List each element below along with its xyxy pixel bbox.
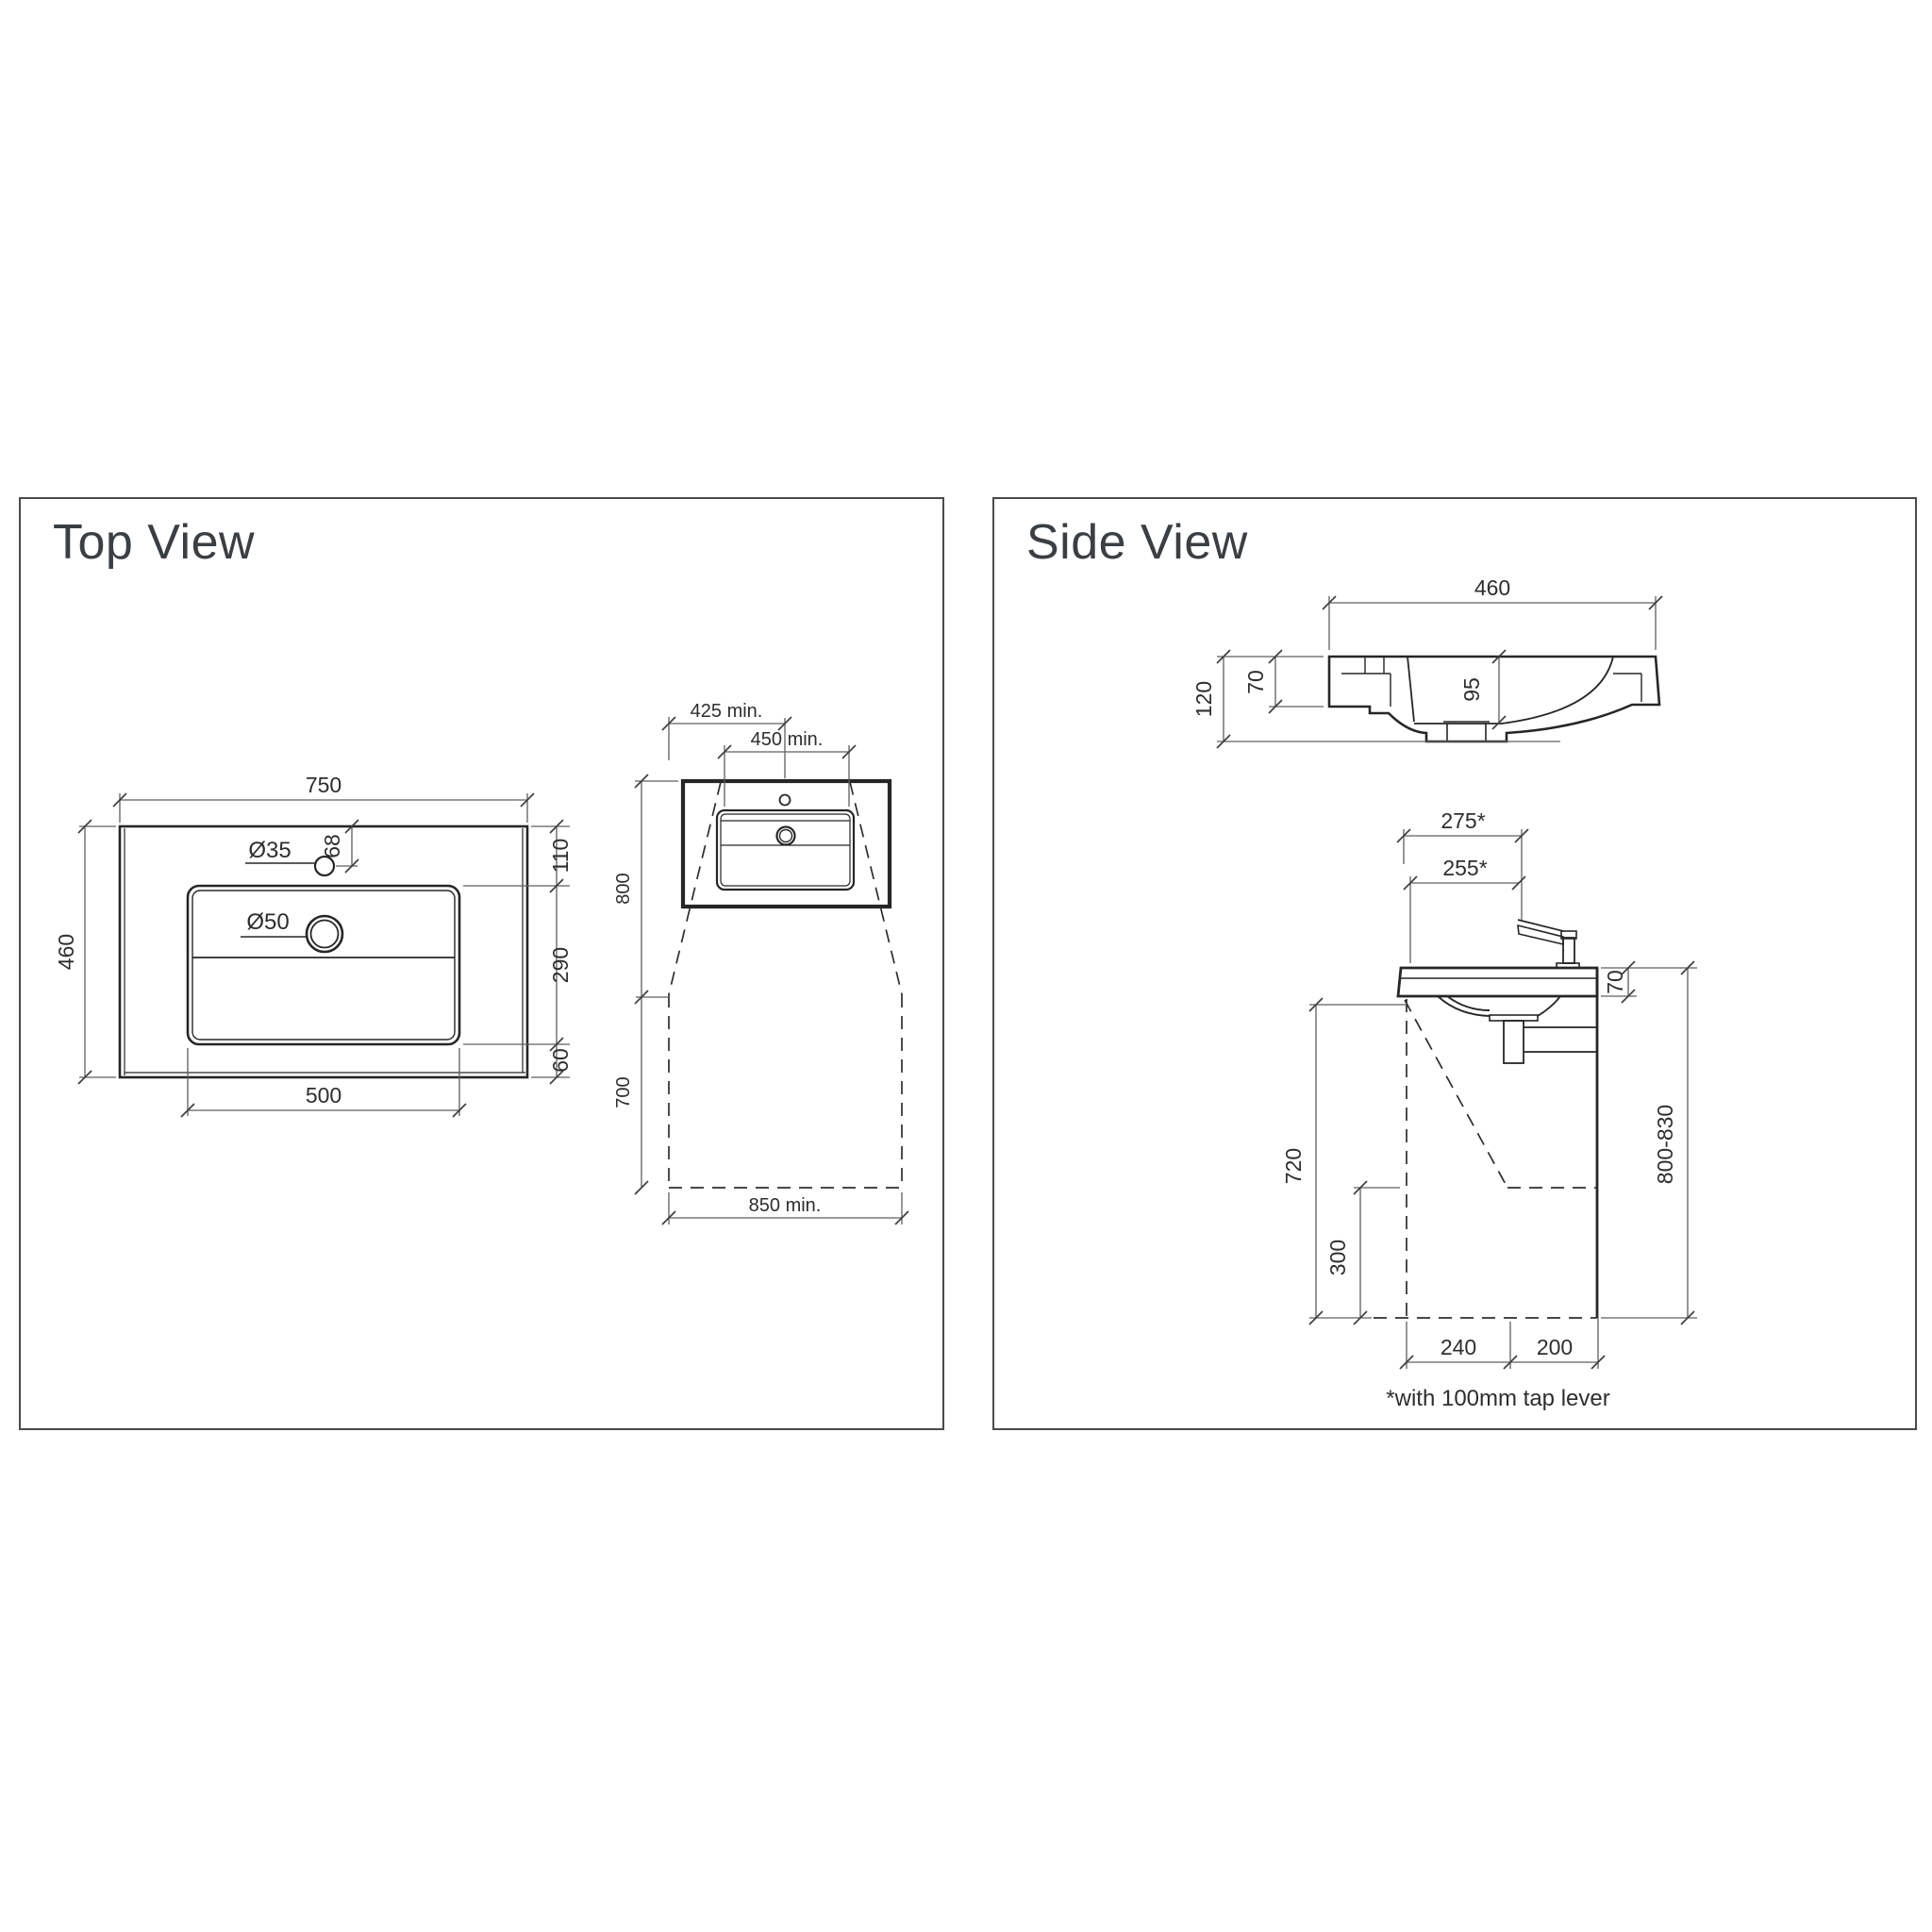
basin-section-outline [1327, 655, 1661, 743]
drain-pipe [1503, 1020, 1524, 1064]
label-section-rim-height: 70 [1243, 670, 1268, 694]
side-view-panel: Side View 460 120 70 95 [992, 497, 1917, 1430]
label-plan-rear-margin: 110 [548, 839, 573, 874]
label-rear-depth: 200 [1537, 1335, 1573, 1359]
mini-drain-outer [775, 825, 796, 846]
tap-lever [1517, 924, 1564, 946]
section-bowl-interior [1407, 656, 1614, 724]
dimension-ticks [77, 792, 564, 1118]
tap-body [1562, 937, 1575, 964]
clearance-dimension-ticks [634, 716, 909, 1225]
drain-hole-inner [309, 919, 340, 949]
installation-dimension-ticks [1308, 828, 1695, 1370]
label-clearance-height: 720 [1281, 1148, 1306, 1184]
label-center-clearance: 450 min. [751, 729, 824, 750]
label-tap-hole-dia: Ø35 [248, 838, 291, 863]
bowl-underside-curves [1437, 995, 1561, 1017]
label-toe-height: 300 [1325, 1240, 1350, 1275]
basin-section-dimensions: 460 120 70 95 [1191, 575, 1663, 749]
clearance-diagram-dimensions: 425 min. 450 min. 800 700 850 min. [613, 701, 909, 1225]
basin-plan-dimensions: 750 460 110 290 60 68 500 Ø35 Ø50 [54, 773, 573, 1118]
waste-outlet-to-wall [1524, 1026, 1597, 1053]
label-floor-clearance: 850 min. [749, 1195, 822, 1216]
basin-rim-inner-edge [124, 828, 525, 1075]
bowl-outline [186, 884, 461, 1046]
label-lower-height: 700 [613, 1076, 634, 1108]
section-dimension-lines [1223, 602, 1656, 741]
label-section-height: 120 [1191, 681, 1216, 717]
tap-lever-top [1517, 919, 1564, 932]
label-side-clearance: 425 min. [691, 701, 763, 722]
extension-lines [79, 793, 570, 1116]
label-bowl-width: 500 [306, 1083, 341, 1108]
top-view-title: Top View [53, 515, 256, 570]
side-view-drawing: 460 120 70 95 [1191, 575, 1697, 1411]
label-rim-thickness: 70 [1603, 970, 1627, 994]
installation-dimensions: 275* 255* 70 800-830 720 300 240 200 *wi… [1281, 808, 1697, 1411]
basin-plan-outline [118, 824, 529, 1079]
label-section-depth: 460 [1474, 575, 1510, 600]
leader-lines [241, 862, 315, 938]
section-right-step-detail [1613, 673, 1642, 702]
mini-bowl-outline [715, 808, 856, 891]
knee-clearance-dashed [1404, 999, 1597, 1318]
drain-flange [1489, 1014, 1539, 1022]
label-upper-height: 800 [613, 873, 634, 904]
top-view-drawing: 750 460 110 290 60 68 500 Ø35 Ø50 [54, 701, 909, 1225]
label-plan-depth: 460 [54, 934, 78, 970]
tap-hole [313, 855, 336, 877]
tap-cartridge [1560, 930, 1577, 940]
basin-rim-outline [118, 824, 529, 1079]
drain-hole-outer [305, 914, 344, 954]
label-tap-offset: 68 [320, 834, 344, 858]
body-clearance-dashed-outline [668, 781, 903, 1189]
label-mounting-height: 800-830 [1653, 1105, 1677, 1184]
label-lever-reach: 275* [1441, 808, 1485, 833]
label-tap-reach: 255* [1442, 856, 1487, 880]
label-drain-dia: Ø50 [246, 909, 289, 935]
clearance-diagram-outline [668, 778, 903, 1189]
label-section-bowl-depth: 95 [1459, 677, 1484, 702]
mini-bowl-inner-edge [720, 813, 851, 887]
mini-tap-hole [778, 793, 791, 807]
dimension-lines [84, 799, 558, 1111]
section-outer-profile [1327, 655, 1661, 743]
label-plan-bowl-depth: 290 [548, 947, 573, 983]
installation-extension-lines [1309, 829, 1697, 1369]
basin-clearance-outline [680, 778, 892, 909]
label-footnote: *with 100mm tap lever [1386, 1386, 1609, 1411]
section-left-fixing-detail [1341, 657, 1391, 707]
section-dimension-ticks [1216, 595, 1663, 749]
top-view-panel: Top View 750 460 110 [19, 497, 944, 1430]
installation-dimension-lines [1315, 835, 1689, 1363]
bowl-inner-edge [192, 890, 456, 1041]
basin-slab [1396, 966, 1599, 998]
section-drain-fitting [1443, 721, 1490, 741]
label-knee-depth: 240 [1441, 1335, 1476, 1359]
section-extension-lines [1217, 596, 1657, 742]
label-plan-front-margin: 60 [548, 1048, 573, 1073]
side-view-title: Side View [1026, 515, 1248, 570]
mini-drain-inner [778, 828, 793, 843]
clearance-extension-lines [635, 717, 903, 1224]
installation-outline [1374, 919, 1599, 1319]
label-plan-width: 750 [306, 773, 341, 797]
clearance-dimension-lines [641, 723, 902, 1219]
